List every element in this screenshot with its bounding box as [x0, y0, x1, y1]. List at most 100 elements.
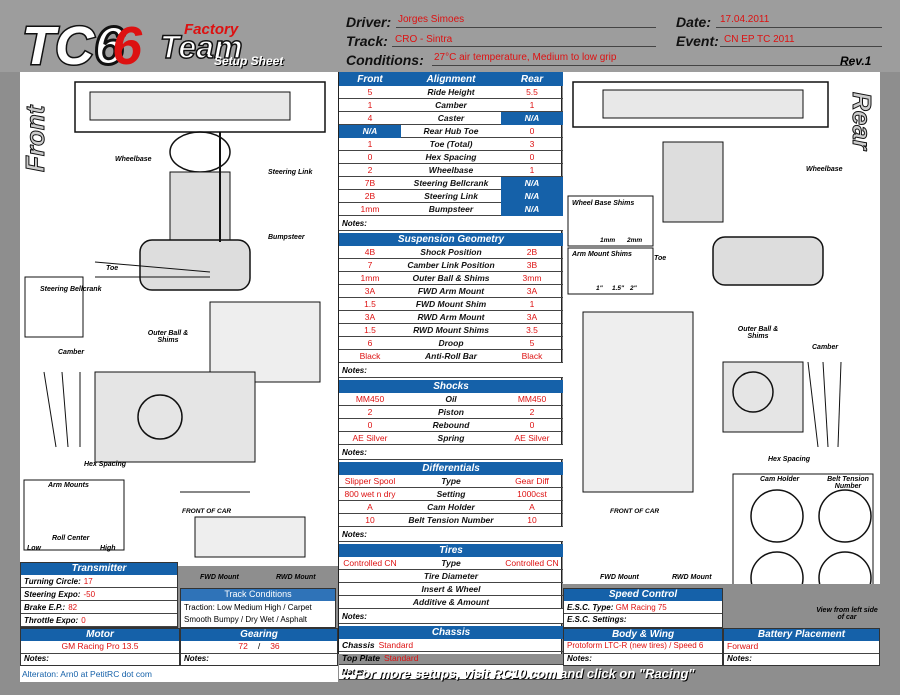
rear-value[interactable]: A	[529, 502, 535, 512]
gearing-title: Gearing	[181, 629, 337, 641]
transmitter-value[interactable]: 17	[83, 577, 93, 586]
rear-value[interactable]: 1000cst	[517, 489, 547, 499]
event-value: CN EP TC 2011	[724, 34, 795, 45]
rear-value[interactable]: 2B	[526, 247, 538, 257]
setting-label: Tire Diameter	[423, 571, 479, 581]
front-value[interactable]: 6	[367, 338, 373, 348]
front-value[interactable]: Controlled CN	[343, 558, 397, 568]
front-value[interactable]: 2	[367, 407, 373, 417]
rear-value[interactable]: 0	[529, 152, 535, 162]
setting-label: Shock Position	[420, 247, 482, 257]
transmitter-value[interactable]: -50	[83, 590, 96, 599]
front-value[interactable]: N/A	[339, 124, 401, 138]
outer-ball-label-rear: Outer Ball & Shims	[737, 326, 779, 340]
section-notes[interactable]: Notes:	[339, 363, 563, 378]
rear-value[interactable]: 2	[529, 407, 535, 417]
rear-suspension-diagram: Rear	[567, 81, 878, 625]
spur-value: 36	[270, 641, 280, 651]
front-of-car-label-left: FRONT OF CAR	[182, 508, 232, 515]
shim-1mm-label: 1mm	[600, 237, 616, 244]
rear-value[interactable]: N/A	[501, 189, 563, 203]
front-value[interactable]: Black	[359, 351, 381, 361]
rear-value[interactable]: 5.5	[526, 87, 538, 97]
shim-1-5in-label: 1.5"	[612, 285, 625, 292]
setting-label: Camber	[435, 100, 467, 110]
front-value[interactable]: 800 wet n dry	[344, 489, 396, 499]
rear-value[interactable]: AE Silver	[514, 433, 550, 443]
section-notes[interactable]: Notes:	[339, 527, 563, 542]
front-value[interactable]: 3A	[364, 312, 376, 322]
shocks-header: Shocks	[339, 380, 563, 393]
rear-value[interactable]: Black	[521, 351, 543, 361]
front-value[interactable]: MM450	[355, 394, 385, 404]
rear-value[interactable]: 5	[529, 338, 535, 348]
driver-underline	[396, 27, 656, 28]
transmitter-value[interactable]: 82	[68, 603, 78, 612]
rear-value[interactable]: 3	[529, 139, 535, 149]
front-value[interactable]: 4	[367, 113, 373, 123]
front-value[interactable]: 0	[367, 420, 373, 430]
rear-value[interactable]: 3B	[526, 260, 538, 270]
setting-label: Hex Spacing	[425, 152, 477, 162]
section-notes[interactable]: Notes:	[339, 445, 563, 460]
rear-value[interactable]: 0	[529, 126, 535, 136]
setting-label: Steering Bellcrank	[413, 178, 489, 188]
tires-header: Tires	[339, 544, 563, 557]
section-notes[interactable]: Notes:	[339, 609, 563, 624]
front-value[interactable]: 5	[367, 87, 373, 97]
front-value[interactable]: 1mm	[360, 204, 380, 214]
front-value[interactable]: AE Silver	[352, 433, 388, 443]
front-value[interactable]: Slipper Spool	[344, 476, 396, 486]
chassis-field-value[interactable]: Standard	[383, 653, 419, 663]
chassis-field-value[interactable]: Standard	[378, 640, 414, 650]
roll-center-label: Roll Center	[52, 535, 90, 542]
rear-value[interactable]: Gear Diff	[515, 476, 549, 486]
front-value[interactable]: 1.5	[364, 299, 376, 309]
event-underline	[720, 46, 882, 47]
front-value[interactable]: 2B	[364, 191, 376, 201]
section-notes[interactable]: Notes:	[339, 665, 563, 680]
header-bar	[0, 0, 900, 72]
rear-value[interactable]: Controlled CN	[505, 558, 559, 568]
rear-value[interactable]: 3A	[526, 312, 538, 322]
rear-value[interactable]: 10	[527, 515, 537, 525]
rear-value[interactable]: N/A	[501, 176, 563, 190]
front-value[interactable]: 0	[367, 152, 373, 162]
front-value[interactable]: 10	[365, 515, 375, 525]
camber-label-front: Camber	[58, 349, 85, 356]
rear-value[interactable]: 3mm	[522, 273, 542, 283]
front-value[interactable]: 2	[367, 165, 373, 175]
rear-value[interactable]: MM450	[517, 394, 547, 404]
col-front-label: Front	[357, 73, 383, 85]
footer-cta[interactable]: :: For more setups, visit RC10.com and c…	[342, 666, 695, 681]
front-value[interactable]: A	[367, 502, 373, 512]
body-wing-value: Protoform LTC-R (new tires) / Speed 6	[564, 641, 722, 654]
front-value[interactable]: 3A	[364, 286, 376, 296]
body-wing-title: Body & Wing	[564, 629, 722, 641]
section-notes[interactable]: Notes:	[339, 216, 563, 231]
rear-value[interactable]: 1	[529, 165, 535, 175]
rear-value[interactable]: N/A	[501, 111, 563, 125]
front-value[interactable]: 1	[367, 139, 373, 149]
front-value[interactable]: 7B	[364, 178, 376, 188]
transmitter-value[interactable]: 0	[81, 616, 86, 625]
front-value[interactable]: 1mm	[360, 273, 380, 283]
front-value[interactable]: 4B	[364, 247, 376, 257]
front-value[interactable]: 7	[367, 260, 373, 270]
rear-value[interactable]: 1	[529, 299, 535, 309]
rear-value[interactable]: 3A	[526, 286, 538, 296]
rear-value[interactable]: 0	[529, 420, 535, 430]
rear-value[interactable]: N/A	[501, 202, 563, 216]
rear-value[interactable]: 3.5	[526, 325, 538, 335]
shim-2mm-label: 2mm	[627, 237, 643, 244]
rear-value[interactable]: 1	[529, 100, 535, 110]
front-value[interactable]: 1	[367, 100, 373, 110]
front-value[interactable]: 1.5	[364, 325, 376, 335]
esc-settings-label: E.S.C. Settings:	[567, 615, 627, 624]
